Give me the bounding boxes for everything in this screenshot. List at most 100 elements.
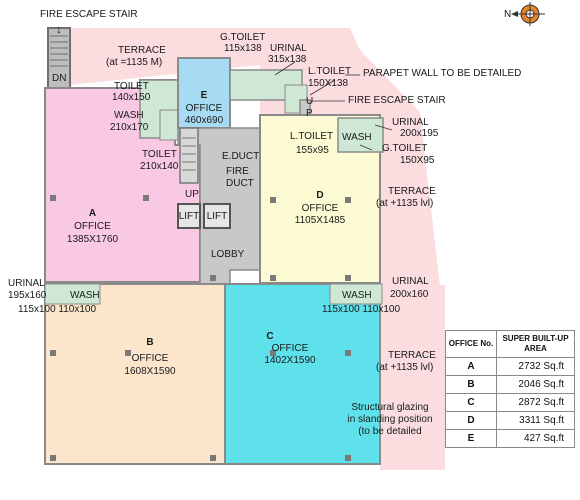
leader-lines: [274, 61, 393, 151]
fire-duct-label-2: DUCT: [226, 178, 254, 189]
area-row-value: 2872 Sq.ft: [496, 393, 575, 412]
toilet-mid-label: TOILET: [142, 149, 177, 160]
area-table-header-office: OFFICE No.: [445, 330, 497, 358]
up-label-right-p: P: [306, 108, 313, 119]
l-toilet-right-label: L.TOILET: [290, 131, 334, 142]
area-row-office: C: [445, 393, 497, 412]
area-table-header-area: SUPER BUILT-UP AREA: [496, 330, 575, 358]
compass-icon: [511, 2, 545, 26]
area-row-office: D: [445, 411, 497, 430]
wash-left-mid-label: WASH: [70, 290, 100, 301]
glazing-note-3: (to be detailed: [358, 426, 422, 437]
terrace-bottom-right: [380, 285, 445, 468]
office-a-letter: A: [88, 208, 97, 219]
urinal-left-mid-label: URINAL: [8, 278, 45, 289]
terrace-lower-label: TERRACE: [388, 350, 436, 361]
office-e-letter: E: [200, 90, 208, 101]
toilet-mid-size: 210x140: [140, 161, 179, 172]
area-row-value: 427 Sq.ft: [496, 429, 575, 448]
lift-2-shaft: [203, 203, 231, 229]
office-d-letter: D: [316, 190, 324, 201]
office-c-label: OFFICE: [271, 343, 309, 354]
stair-treads-left: [50, 35, 68, 67]
left-mid-sizes: 115x100 110x100: [18, 304, 97, 315]
lift-2-label: LIFT: [206, 211, 228, 222]
wash-left-label: WASH: [114, 110, 144, 121]
urinal-top-label: URINAL: [270, 43, 307, 54]
office-c-letter: C: [266, 331, 274, 342]
office-b-letter: B: [146, 337, 154, 348]
office-a-size: 1385X1760: [66, 234, 119, 245]
urinal-left-mid-size: 195x160: [8, 290, 47, 301]
parapet-note: PARAPET WALL TO BE DETAILED: [363, 68, 522, 79]
area-row-value: 3311 Sq.ft: [496, 411, 575, 430]
area-table: OFFICE No. SUPER BUILT-UP AREA A 2732 Sq…: [445, 330, 575, 448]
area-row-office: B: [445, 375, 497, 394]
office-b-room: [44, 283, 226, 465]
area-row-office: A: [445, 357, 497, 376]
g-toilet-right-size: 150X95: [400, 155, 435, 166]
terrace-lower-level: (at +1135 lvl): [376, 362, 434, 373]
fire-duct-label-1: FIRE: [226, 166, 249, 177]
up-label-left: UP: [185, 189, 199, 200]
fire-escape-label-right: FIRE ESCAPE STAIR: [348, 95, 446, 106]
g-toilet-top-size: 115x138: [224, 43, 262, 54]
fire-escape-label-top: FIRE ESCAPE STAIR: [40, 9, 138, 20]
g-toilet-right-label: G.TOILET: [382, 143, 428, 154]
lift-1-shaft: [177, 203, 201, 229]
terrace-top-level: (at =1135 M): [106, 57, 163, 68]
e-duct-label: E.DUCT: [222, 151, 260, 162]
toilet-left-size: 140x150: [112, 92, 151, 103]
terrace-right-level: (at +1135 lvl): [376, 198, 434, 209]
glazing-note-1: Structural glazing: [351, 402, 429, 413]
office-e-size: 460x690: [184, 115, 224, 126]
urinal-right-label: URINAL: [392, 117, 429, 128]
office-e-room: [177, 57, 231, 129]
terrace-right-label: TERRACE: [388, 186, 436, 197]
area-row-office: E: [445, 429, 497, 448]
l-toilet-right-room: [337, 117, 384, 153]
wash-left-size: 210x170: [110, 122, 149, 133]
office-b-label: OFFICE: [131, 353, 169, 364]
toilet-left-label: TOILET: [114, 81, 149, 92]
table-row: D 3311 Sq.ft: [445, 411, 575, 430]
table-row: B 2046 Sq.ft: [445, 375, 575, 394]
table-row: C 2872 Sq.ft: [445, 393, 575, 412]
area-row-value: 2046 Sq.ft: [496, 375, 575, 394]
urinal-top-size: 315x138: [268, 54, 307, 65]
office-d-size: 1105X1485: [294, 215, 346, 226]
office-a-label: OFFICE: [74, 221, 111, 232]
area-row-value: 2732 Sq.ft: [496, 357, 575, 376]
office-d-label: OFFICE: [301, 203, 339, 214]
office-c-size: 1402X1590: [264, 355, 316, 366]
lift-1-label: LIFT: [178, 211, 200, 222]
wash-right-label: WASH: [342, 132, 372, 143]
right-mid-sizes: 115x100 110x100: [322, 304, 401, 315]
wash-right-mid-room: [329, 283, 383, 305]
office-c-room: [224, 283, 381, 465]
urinal-right-mid-size: 200x160: [390, 289, 429, 300]
g-toilet-top-label: G.TOILET: [220, 32, 266, 43]
toilet-left-room: [139, 79, 179, 139]
stair-treads-core: [182, 137, 196, 171]
l-toilet-top-size: 150X138: [308, 78, 349, 89]
structural-columns: [50, 195, 351, 461]
table-row: A 2732 Sq.ft: [445, 357, 575, 376]
office-e-label: OFFICE: [185, 103, 223, 114]
arrow-down-icon: ↓: [56, 22, 62, 36]
urinal-right-size: 200x195: [400, 128, 439, 139]
wash-left-mid-room: [44, 283, 101, 305]
compass-north-label: N: [504, 9, 512, 20]
up-label-right-u: U: [306, 96, 314, 107]
l-toilet-right-size: 155x95: [296, 145, 329, 156]
stair-core: [179, 127, 199, 184]
lobby-label: LOBBY: [211, 249, 245, 260]
area-table-header: OFFICE No. SUPER BUILT-UP AREA: [445, 330, 575, 358]
dn-label: DN: [52, 73, 67, 84]
glazing-note-2: in slanding position: [347, 414, 433, 425]
terrace-top-label: TERRACE: [118, 45, 166, 56]
urinal-right-mid-label: URINAL: [392, 276, 429, 287]
office-b-size: 1608X1590: [124, 366, 176, 377]
table-row: E 427 Sq.ft: [445, 429, 575, 448]
